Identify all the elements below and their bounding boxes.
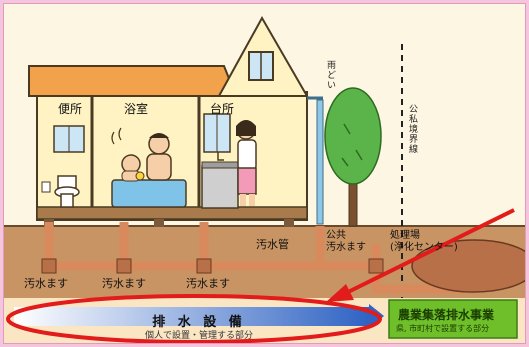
boundary-label: 公私境界線 <box>407 104 417 154</box>
house <box>28 15 309 227</box>
rain-gutter <box>307 96 324 225</box>
agricultural-sewage-box <box>388 299 518 339</box>
agricultural-sewage-title: 農業集落排水事業 <box>398 308 495 322</box>
agricultural-sewage-subtitle: 県, 市町村で設置する部分 <box>396 324 490 333</box>
drainage-equipment-title: 排 水 設 備 <box>152 315 246 330</box>
sewer-pipe-label: 汚水管 <box>256 238 289 251</box>
red-arrow <box>326 208 515 302</box>
public-sewer-basin-label: 公共 汚水ます <box>326 230 366 253</box>
sewage-basins <box>41 258 384 274</box>
drainage-equipment-subtitle: 個人で設置・管理する部分 <box>144 331 253 341</box>
highlight-ellipse <box>6 294 382 343</box>
rain-gutter-label: 雨どい <box>325 60 335 90</box>
house-drainage-illustration <box>4 4 525 343</box>
drainage-equipment-bar <box>14 307 369 326</box>
room-label-toilet: 便所 <box>58 102 83 116</box>
tree <box>324 87 382 227</box>
room-label-bathroom: 浴室 <box>124 102 149 116</box>
diagram-frame: 便所 浴室 台所 雨どい 公私境界線 汚水管 公共 汚水ます 処理場 (浄化セン… <box>3 3 526 344</box>
sewage-basin-label: 汚水ます <box>102 277 146 290</box>
sewage-basin-label: 汚水ます <box>24 277 68 290</box>
treatment-plant <box>411 239 525 293</box>
room-label-kitchen: 台所 <box>210 102 235 116</box>
treatment-plant-label: 処理場 (浄化センター) <box>390 230 458 253</box>
sewage-basin-label: 汚水ます <box>186 277 230 290</box>
